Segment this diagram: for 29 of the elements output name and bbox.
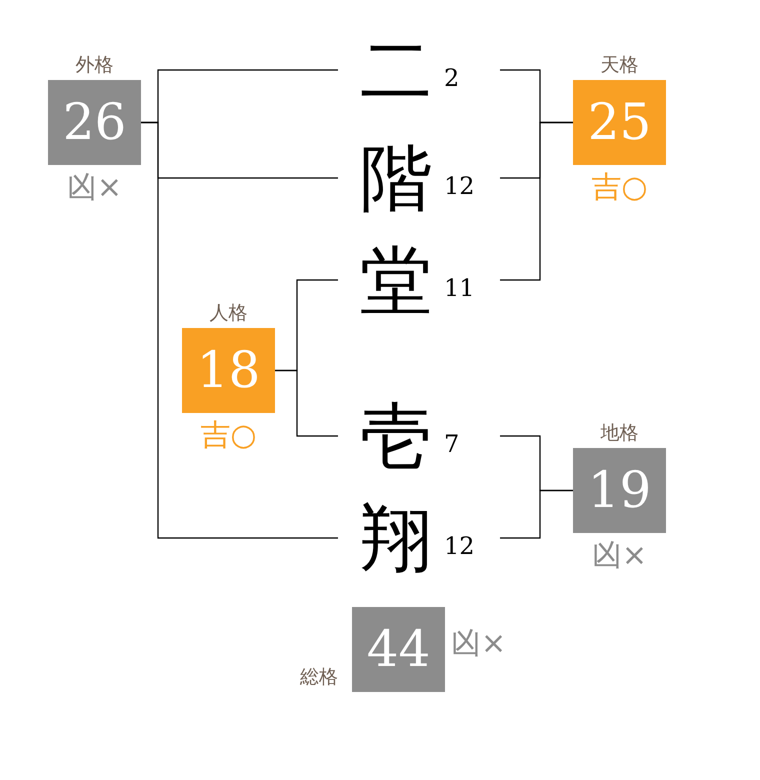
bracket-line	[500, 122, 573, 281]
fortune-verdict: 凶×	[592, 537, 648, 575]
stroke-count: 11	[444, 274, 475, 302]
stroke-count: 12	[444, 172, 475, 200]
stroke-count: 7	[444, 430, 460, 458]
fortune-verdict: 吉○	[200, 417, 257, 455]
bracket-line	[500, 490, 573, 539]
stroke-count: 12	[444, 532, 475, 560]
bracket-line	[275, 370, 338, 437]
fortune-verdict: 吉○	[591, 169, 648, 207]
name-character: 翔	[360, 498, 432, 578]
name-character: 階	[360, 138, 432, 218]
name-character: 二	[360, 30, 432, 110]
score-box: 44	[352, 607, 445, 692]
score-box: 19	[573, 448, 666, 533]
name-character: 壱	[360, 396, 432, 476]
score-heading: 人格	[210, 301, 248, 326]
fortune-verdict: 凶×	[66, 169, 122, 207]
name-character: 堂	[360, 240, 432, 320]
score-heading: 天格	[600, 53, 638, 78]
score-box: 18	[182, 328, 275, 413]
score-box: 26	[48, 80, 141, 165]
score-heading: 総格	[300, 665, 338, 690]
bracket-line	[141, 122, 338, 539]
score-heading: 外格	[76, 53, 114, 78]
stroke-count: 2	[444, 64, 460, 92]
score-heading: 地格	[600, 421, 638, 446]
score-box: 25	[573, 80, 666, 165]
fortune-verdict: 凶×	[451, 625, 506, 663]
